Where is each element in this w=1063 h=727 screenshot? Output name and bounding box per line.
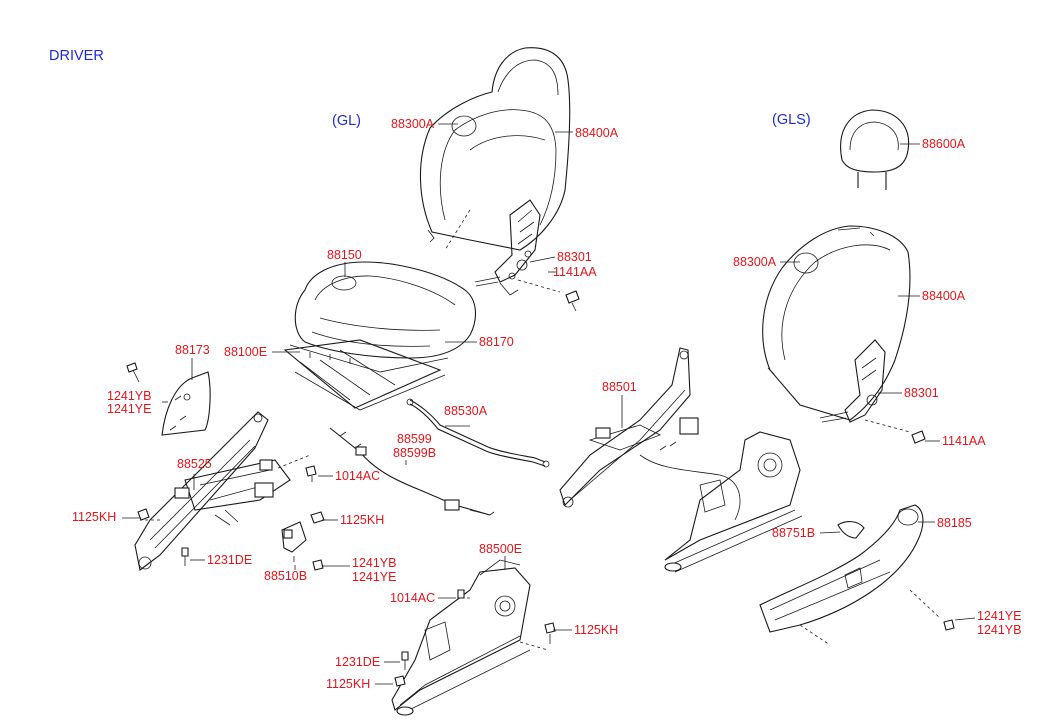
label-1125KH-b: 1125KH: [340, 513, 385, 527]
heading-gls: (GLS): [772, 112, 811, 128]
label-1125KH-a: 1125KH: [72, 510, 117, 524]
label-88100E: 88100E: [224, 345, 268, 359]
gl-seat-cushion: [283, 261, 476, 411]
label-88173: 88173: [175, 343, 210, 357]
heading-gl: (GL): [332, 113, 361, 129]
label-88300A-gl: 88300A: [391, 117, 435, 131]
label-1241YE-b: 1241YE: [352, 570, 397, 584]
label-88400A-gls: 88400A: [922, 289, 966, 303]
88173-cover: [126, 362, 211, 436]
label-1241YB-c: 1241YB: [977, 623, 1022, 637]
88599-cable: [329, 427, 495, 516]
88501-track-assembly: [559, 347, 803, 573]
88530A-rod: [406, 398, 550, 468]
label-88599B: 88599B: [393, 446, 437, 460]
label-1014AC-b: 1014AC: [390, 591, 436, 605]
88510B-bracket: [281, 521, 324, 571]
label-1014AC-a: 1014AC: [335, 469, 381, 483]
88500E-right-rail: [391, 559, 556, 716]
label-1241YE-a: 1241YE: [107, 402, 152, 416]
label-1141AA-gls: 1141AA: [942, 434, 986, 448]
label-1231DE-b: 1231DE: [335, 655, 381, 669]
label-88500E: 88500E: [479, 542, 523, 556]
label-1125KH-d: 1125KH: [326, 677, 371, 691]
label-88510B: 88510B: [264, 569, 308, 583]
label-1231DE-a: 1231DE: [207, 553, 253, 567]
label-88185: 88185: [937, 516, 972, 530]
88525-left-rail: [134, 411, 325, 571]
88185-side-cover: [759, 504, 955, 646]
label-88599: 88599: [397, 432, 432, 446]
gls-seat-back: [762, 225, 926, 444]
label-1125KH-c: 1125KH: [574, 623, 619, 637]
label-88400A-gl: 88400A: [575, 126, 619, 140]
label-88300A-gls: 88300A: [733, 255, 777, 269]
label-88301-gls: 88301: [904, 386, 939, 400]
label-1241YB-a: 1241YB: [107, 389, 152, 403]
label-88600A: 88600A: [922, 137, 966, 151]
label-88525: 88525: [177, 457, 212, 471]
label-88751B: 88751B: [772, 526, 816, 540]
label-88530A: 88530A: [444, 404, 488, 418]
label-1241YE-c: 1241YE: [977, 609, 1022, 623]
heading-driver: DRIVER: [49, 48, 104, 64]
gls-headrest: [840, 109, 910, 190]
leader-lines: [122, 123, 976, 685]
label-88170: 88170: [479, 335, 514, 349]
label-88301-gl: 88301: [557, 250, 592, 264]
label-88150: 88150: [327, 248, 362, 262]
label-88501: 88501: [602, 380, 637, 394]
label-1141AA-gl: 1141AA: [553, 265, 597, 279]
label-1241YB-b: 1241YB: [352, 556, 397, 570]
gl-seat-back: [419, 47, 580, 312]
